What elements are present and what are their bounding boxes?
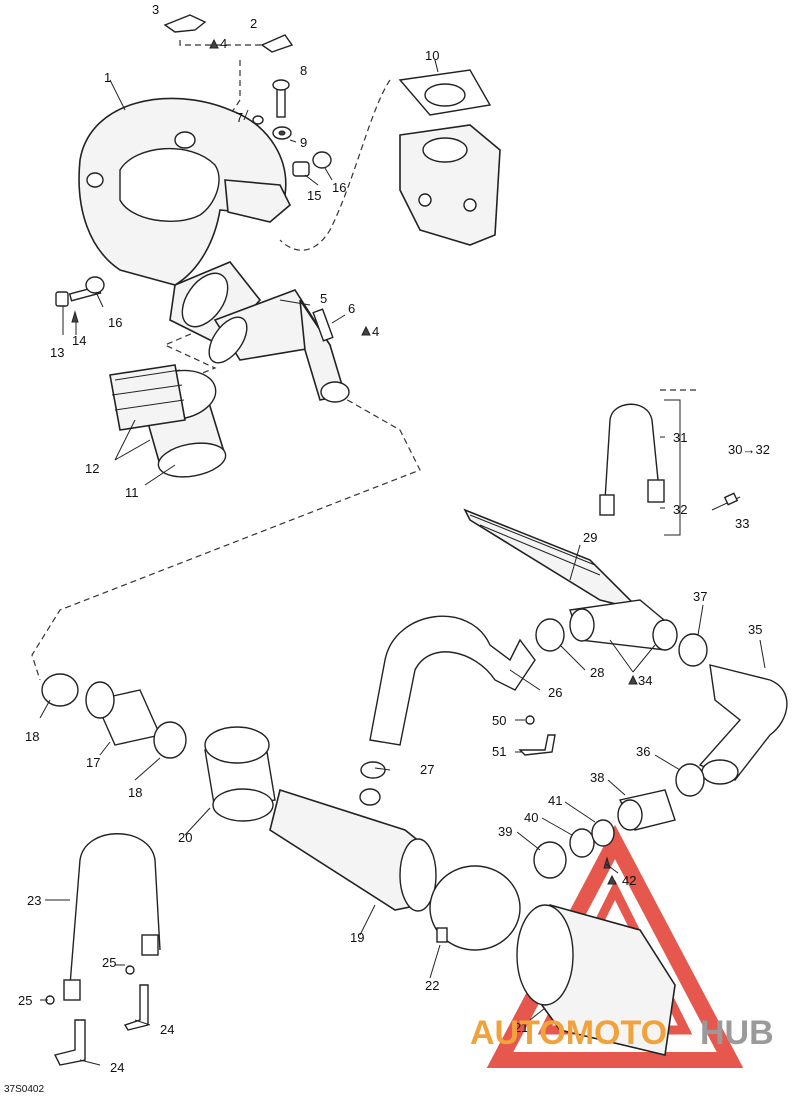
part-22-strap <box>429 865 521 951</box>
part-23-strap <box>45 833 161 1066</box>
callout-36: 36 <box>636 744 650 759</box>
callout-42: 42 <box>622 873 636 888</box>
callout-18: 18 <box>25 729 39 744</box>
watermark-text-automoto: AUTOMOTO <box>470 1014 667 1052</box>
callout-34: 34 <box>638 673 652 688</box>
callout-9: 9 <box>300 135 307 150</box>
part-11-sleeve <box>109 364 227 478</box>
callout-26: 26 <box>548 685 562 700</box>
callout-1: 1 <box>104 70 111 85</box>
outlet-fittings <box>533 763 705 879</box>
callout-25: 25 <box>18 993 32 1008</box>
callout-31: 31 <box>673 430 687 445</box>
callout-22: 22 <box>425 978 439 993</box>
callout-28: 28 <box>590 665 604 680</box>
callout-15: 15 <box>307 188 321 203</box>
part-35-hose <box>698 664 788 785</box>
callout-29: 29 <box>583 530 597 545</box>
callout-41: 41 <box>548 793 562 808</box>
callout-50: 50 <box>492 713 506 728</box>
callout-21: 21 <box>514 1020 528 1035</box>
callout-2: 2 <box>250 16 257 31</box>
part-21-resonator <box>516 904 676 1056</box>
callout-23: 23 <box>27 893 41 908</box>
callout-20: 20 <box>178 830 192 845</box>
part-51-bracket <box>518 715 556 756</box>
callout-6: 6 <box>348 301 355 316</box>
callout-3: 3 <box>152 2 159 17</box>
watermark-text-hub: HUB <box>700 1014 774 1052</box>
callout-39: 39 <box>498 824 512 839</box>
callout-11: 11 <box>125 485 139 500</box>
callout-24: 24 <box>160 1022 174 1037</box>
part-6-fitting <box>312 308 334 342</box>
callout-51: 51 <box>492 744 506 759</box>
callout-4: 4 <box>220 36 227 51</box>
part-29-support <box>463 508 643 612</box>
callout-16: 16 <box>332 180 346 195</box>
callout-8: 8 <box>300 63 307 78</box>
routing-lines <box>31 40 700 681</box>
callout-19: 19 <box>350 930 364 945</box>
callout-labels: 1 2 3 4 4 5 6 7 8 9 10 11 12 13 14 15 16… <box>18 2 770 1075</box>
part-33-fastener <box>711 492 741 511</box>
part-28-tube <box>535 599 708 667</box>
callout-35: 35 <box>748 622 762 637</box>
part-17-hose <box>41 673 187 759</box>
callout-12: 12 <box>85 461 99 476</box>
part-20-ring <box>204 726 276 822</box>
callout-10: 10 <box>425 48 439 63</box>
callout-37: 37 <box>693 589 707 604</box>
part-19-muffler <box>269 761 437 912</box>
callout-4: 4 <box>372 324 379 339</box>
part-26-hose <box>369 615 536 746</box>
part-10-exhaust-manifold <box>398 69 501 246</box>
callout-17: 17 <box>86 755 100 770</box>
part-13-bolt <box>55 276 105 323</box>
leader-lines <box>39 59 766 1066</box>
figure-code: 37S0402 <box>4 1084 44 1095</box>
callout-24: 24 <box>110 1060 124 1075</box>
callout-25: 25 <box>102 955 116 970</box>
kit-note: 30→32 <box>728 442 770 457</box>
droplet-icon <box>361 325 371 336</box>
callout-7: 7 <box>236 110 243 125</box>
part-1-tuned-pipe <box>78 97 291 346</box>
callout-16: 16 <box>108 315 122 330</box>
droplet-icon <box>209 38 219 49</box>
top-hardware <box>163 14 332 177</box>
callout-13: 13 <box>50 345 64 360</box>
callout-38: 38 <box>590 770 604 785</box>
callout-27: 27 <box>420 762 434 777</box>
callout-40: 40 <box>524 810 538 825</box>
callout-5: 5 <box>320 291 327 306</box>
callout-33: 33 <box>735 516 749 531</box>
droplet-icon <box>607 874 617 885</box>
callout-18: 18 <box>128 785 142 800</box>
droplet-icons <box>209 38 638 885</box>
callout-14: 14 <box>72 333 86 348</box>
part-31-strap <box>599 399 681 536</box>
callout-32: 32 <box>673 502 687 517</box>
droplet-icon <box>628 674 638 685</box>
